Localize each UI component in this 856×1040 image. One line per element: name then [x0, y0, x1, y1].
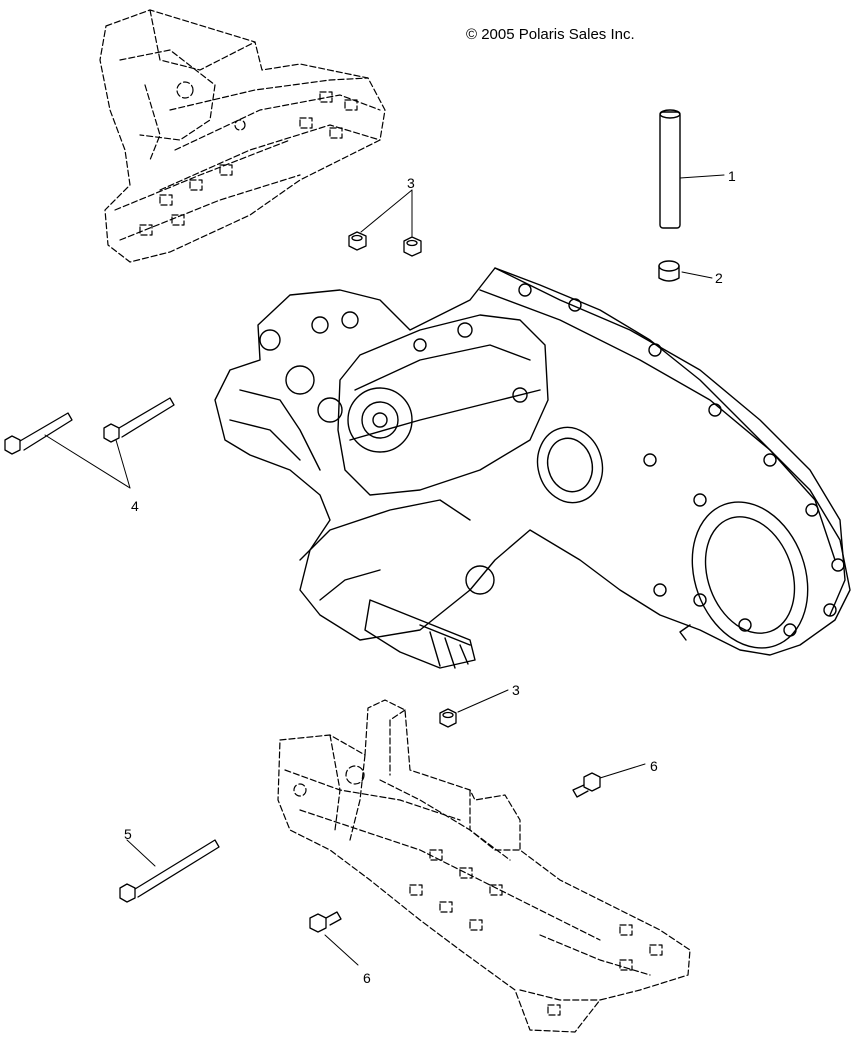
- callout-3-top: 3: [407, 175, 415, 191]
- callout-2: 2: [715, 270, 723, 286]
- part-4-bolts: [5, 398, 174, 488]
- callout-1: 1: [728, 168, 736, 184]
- callout-5: 5: [124, 826, 132, 842]
- gearcase-assembly: [215, 268, 850, 668]
- part-2-bushing: [659, 261, 712, 281]
- callout-4: 4: [131, 498, 139, 514]
- part-3-nut-mid: [440, 690, 508, 727]
- callout-6-bottom: 6: [363, 970, 371, 986]
- copyright-notice: © 2005 Polaris Sales Inc.: [466, 26, 635, 43]
- callout-6-right: 6: [650, 758, 658, 774]
- part-3-nuts-top: [349, 190, 421, 256]
- upper-mount-bracket: [100, 10, 385, 262]
- part-1-pin: [660, 110, 724, 228]
- part-6-bolt-bottom: [310, 912, 358, 965]
- part-6-bolt-right: [573, 764, 645, 797]
- lower-mount-bracket: [278, 700, 690, 1032]
- callout-3-mid: 3: [512, 682, 520, 698]
- part-5-bolt: [120, 840, 219, 902]
